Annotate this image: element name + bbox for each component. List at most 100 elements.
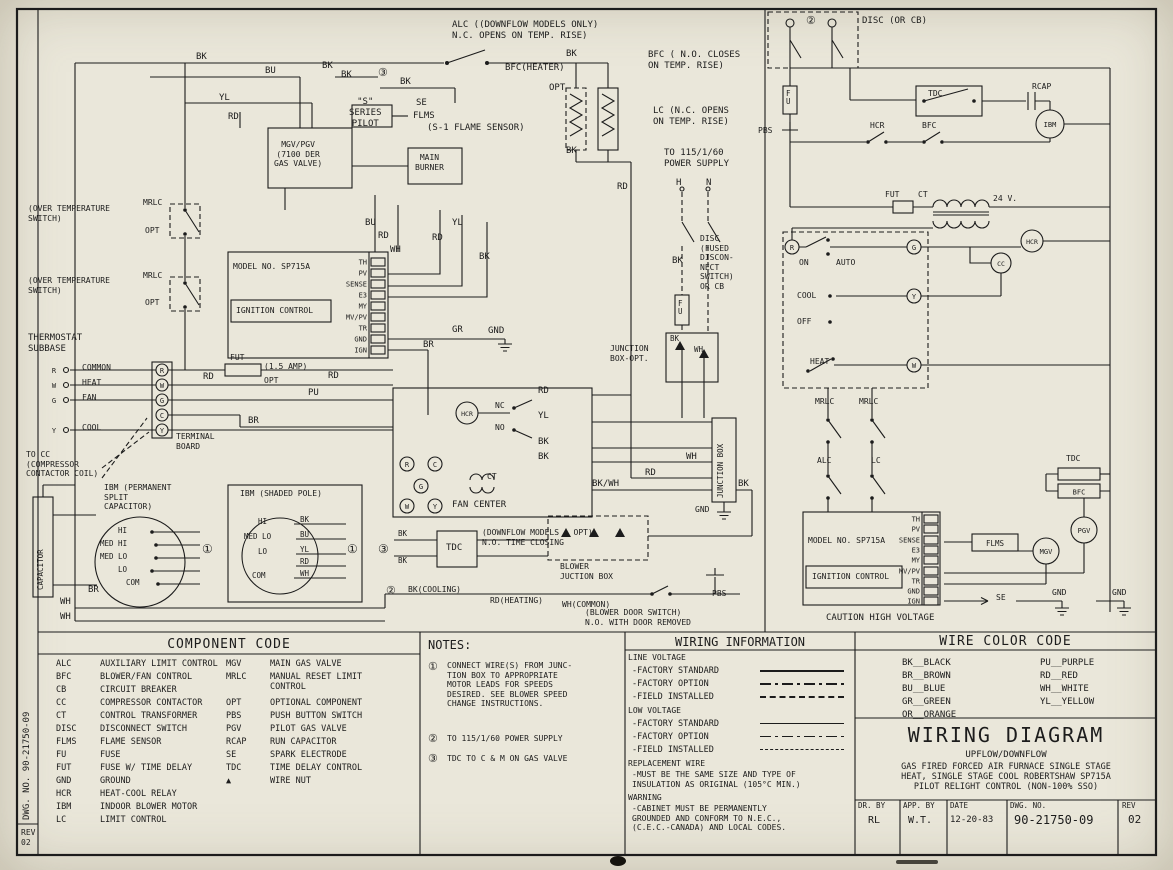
svg-text:TH: TH (359, 259, 367, 267)
svg-text:BFC: BFC (1073, 489, 1086, 497)
wire-color-entry: YL__YELLOW (1040, 697, 1095, 707)
wire-label-bk: BK (479, 252, 490, 262)
warning-note: -CABINET MUST BE PERMANENTLY GROUNDED AN… (632, 804, 787, 833)
title-block-description: GAS FIRED FORCED AIR FURNACE SINGLE STAG… (901, 762, 1111, 793)
wire-label-rd: RD (203, 372, 214, 382)
svg-text:W: W (405, 503, 410, 511)
wire-label-wh: WH (60, 597, 71, 607)
wiring-info-label: -FACTORY OPTION (632, 732, 709, 742)
wire-label-br: BR (423, 340, 434, 350)
pbs-label: PBS (712, 589, 727, 598)
motor1-medhi-label: MED HI (100, 539, 128, 548)
component-abbr: CT (56, 711, 67, 721)
s1-flame-sensor-label: (S-1 FLAME SENSOR) (427, 123, 525, 133)
wire-label-rd: RD (228, 112, 239, 122)
component-desc: COMPRESSOR CONTACTOR (100, 698, 203, 708)
component-desc: TIME DELAY CONTROL (270, 763, 363, 773)
note-3-marker: ③ (378, 542, 389, 556)
right-schematic-wires (767, 11, 1131, 616)
disc-or-cb-label: DISC (OR CB) (862, 16, 928, 26)
svg-text:E3: E3 (359, 292, 367, 300)
component-desc: FLAME SENSOR (100, 737, 162, 747)
wire-nut-icon: ▲ (226, 776, 232, 786)
component-desc: MANUAL RESET LIMIT CONTROL (270, 672, 363, 692)
hot-lead-label: H (676, 178, 682, 188)
component-abbr: GND (56, 776, 72, 786)
wire-label-rd: RD (538, 386, 549, 396)
ignition-control-label: IGNITION CONTROL (812, 572, 890, 581)
wire-label-bu: BU (265, 66, 276, 76)
wire-label-bk: BK (672, 256, 683, 266)
fut-amp-label: (1.5 AMP) (264, 362, 308, 371)
svg-text:R: R (52, 367, 57, 375)
svg-text:G: G (912, 244, 916, 252)
rev-value: 02 (1128, 813, 1142, 826)
component-desc: GROUND (100, 776, 131, 786)
rev-label: REV (1122, 801, 1136, 810)
note-3-marker: ③ (428, 752, 438, 765)
wh-common-label: WH(COMMON) (562, 600, 611, 609)
opt-label: OPT (264, 376, 279, 385)
neutral-lead-label: N (706, 178, 712, 188)
over-temp-switch-note-1: (OVER TEMPERATURE SWITCH) (28, 204, 110, 223)
wire-label-bk: BK (566, 146, 577, 156)
svg-text:R: R (405, 461, 410, 469)
wire-color-entry: PU__PURPLE (1040, 658, 1095, 668)
svg-text:MGV: MGV (1040, 548, 1053, 556)
svg-text:TR: TR (359, 325, 368, 333)
component-desc: CIRCUIT BREAKER (100, 685, 177, 695)
motor1-lo-label: LO (118, 565, 128, 574)
warning-heading: WARNING (628, 793, 662, 802)
component-abbr: PGV (226, 724, 242, 734)
wire-label-wh: WH (686, 452, 697, 462)
svg-text:FLMS: FLMS (986, 539, 1005, 548)
component-desc: LIMIT CONTROL (100, 815, 167, 825)
fan-center-label: FAN CENTER (452, 500, 507, 510)
fut-label: FUT (885, 190, 900, 199)
tstat-cool-label: COOL (797, 291, 817, 300)
component-desc: WIRE NUT (270, 776, 311, 786)
svg-text:Y: Y (52, 427, 57, 435)
component-desc: HEAT-COOL RELAY (100, 789, 177, 799)
svg-text:R: R (790, 244, 795, 252)
dwg-no-label: DWG. NO. (1010, 801, 1047, 810)
motor2-medlo-label: MED LO (244, 532, 272, 541)
dwg-no-value: 90-21750-09 (1014, 813, 1094, 827)
component-desc: INDOOR BLOWER MOTOR (100, 802, 198, 812)
component-abbr: OPT (226, 698, 242, 708)
svg-text:Y: Y (160, 427, 165, 435)
alc-label: ALC (817, 456, 832, 465)
downflow-opt-note: (DOWNFLOW MODELS - OPT) N.O. TIME CLOSIN… (482, 528, 593, 547)
nc-contact-label: NC (495, 401, 505, 410)
component-abbr: HCR (56, 789, 72, 799)
left-schematic-wires (32, 49, 753, 622)
low-voltage-heading: LOW VOLTAGE (628, 706, 681, 715)
wire-color-entry: RD__RED (1040, 671, 1078, 681)
component-abbr: IBM (56, 802, 72, 812)
svg-text:Y: Y (912, 293, 917, 301)
rd-heating-label: RD(HEATING) (490, 596, 543, 605)
svg-text:MV/PV: MV/PV (899, 568, 921, 576)
svg-text:W: W (52, 382, 57, 390)
main-burner-label: MAIN BURNER (415, 153, 444, 172)
svg-text:G: G (160, 397, 164, 405)
caution-high-voltage-label: CAUTION HIGH VOLTAGE (826, 613, 935, 623)
note-3-text: TDC TO C & M ON GAS VALVE (447, 754, 568, 763)
approved-by-value: W.T. (908, 815, 933, 826)
svg-text:SENSE: SENSE (346, 281, 367, 289)
ibm-psc-label: IBM (PERMANENT SPLIT CAPACITOR) (104, 483, 172, 512)
ground-label: GND (1112, 588, 1127, 597)
wire-label-bk: BK (341, 70, 352, 80)
wire-label-bk: BK (566, 49, 577, 59)
wire-label-bk: BK (196, 52, 207, 62)
svg-text:SENSE: SENSE (899, 537, 920, 545)
title-block-subtitle: UPFLOW/DOWNFLOW (965, 750, 1047, 760)
